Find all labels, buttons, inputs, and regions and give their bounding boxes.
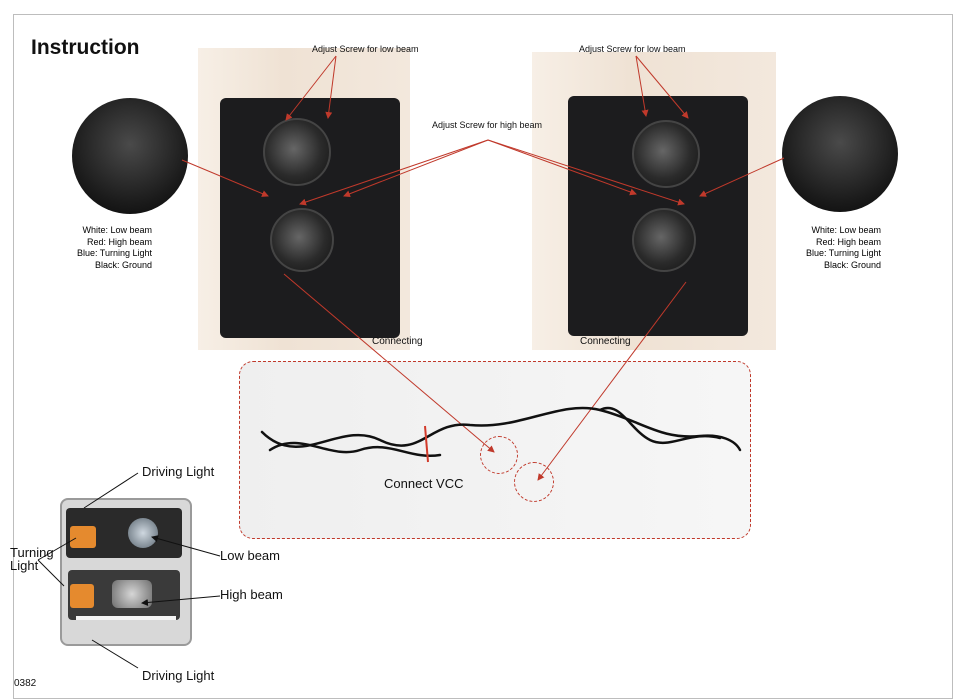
adjust-low-beam-label-left: Adjust Screw for low beam	[312, 44, 419, 54]
connect-vcc-label: Connect VCC	[384, 476, 464, 491]
legend-white: White: Low beam	[82, 225, 152, 235]
legend-white: White: Low beam	[811, 225, 881, 235]
adjust-low-beam-label-right: Adjust Screw for low beam	[579, 44, 686, 54]
page-title: Instruction	[31, 36, 140, 59]
legend-red: Red: High beam	[86, 236, 152, 247]
legend-black: Black: Ground	[823, 259, 881, 270]
legend-red: Red: High beam	[815, 236, 881, 247]
wire-legend-left: White: Low beam Red: High beam Blue: Tur…	[77, 225, 152, 271]
left-connector-closeup	[72, 98, 188, 214]
turning-light-label: Turning Light	[10, 546, 54, 572]
product-code: 0382	[14, 678, 37, 689]
adjust-high-beam-label: Adjust Screw for high beam	[432, 120, 543, 130]
turning-light-line2: Light	[10, 558, 39, 573]
turning-light-line1: Turning	[10, 545, 54, 560]
wire-legend-right: White: Low beam Red: High beam Blue: Tur…	[806, 225, 881, 271]
vcc-connection-marker-right	[514, 462, 554, 502]
connecting-label-left: Connecting	[372, 336, 423, 347]
low-beam-label: Low beam	[220, 548, 280, 563]
legend-blue: Blue: Turning Light	[76, 248, 152, 258]
legend-blue: Blue: Turning Light	[805, 248, 881, 258]
right-headlight-rear-photo	[532, 52, 776, 350]
headlight-front-photo	[56, 488, 192, 664]
vcc-connection-marker-left	[480, 436, 518, 474]
driving-light-top-label: Driving Light	[142, 464, 215, 479]
right-connector-closeup	[782, 96, 898, 212]
high-beam-label: High beam	[220, 587, 283, 602]
legend-black: Black: Ground	[94, 259, 152, 270]
left-headlight-rear-photo	[198, 48, 410, 350]
driving-light-bottom-label: Driving Light	[142, 668, 215, 683]
connecting-label-right: Connecting	[580, 336, 631, 347]
